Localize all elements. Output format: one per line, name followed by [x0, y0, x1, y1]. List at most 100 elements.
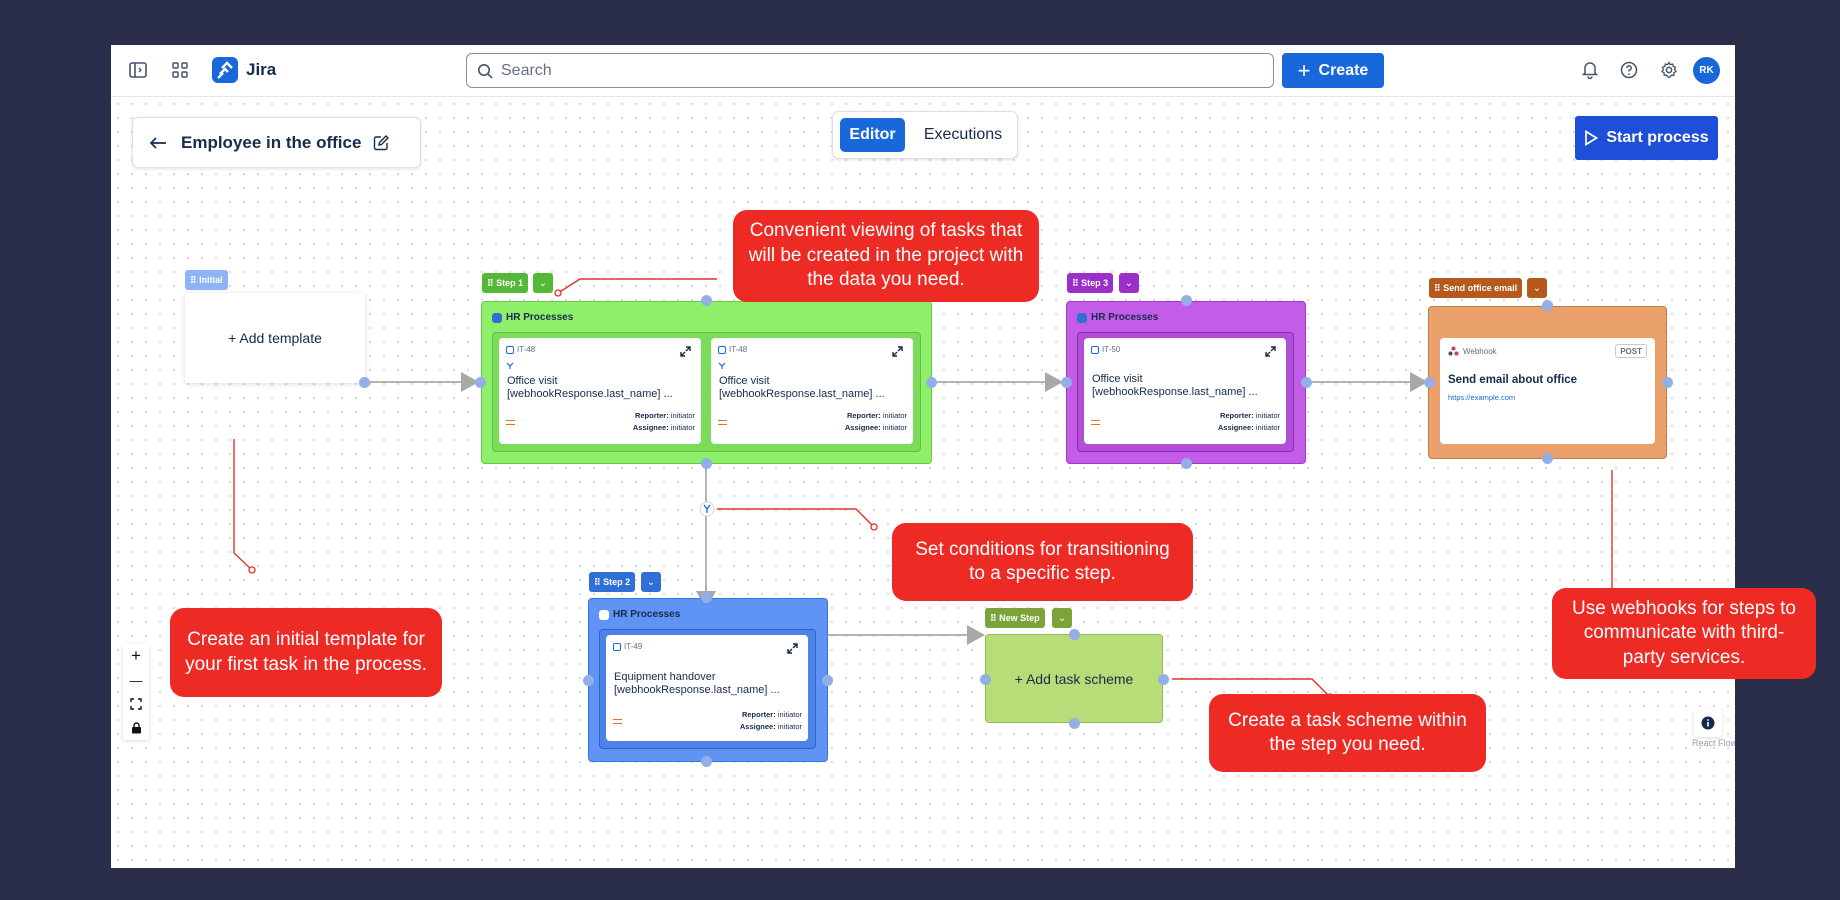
step3-node[interactable]: HR Processes IT-50 Office visit [webhook… [1066, 301, 1306, 464]
reporter-value: initiator [670, 411, 695, 420]
add-task-scheme-label[interactable]: + Add task scheme [1014, 670, 1134, 687]
jira-logo-icon[interactable] [212, 57, 238, 83]
app-switcher-icon[interactable] [169, 59, 191, 81]
webhook-title: Send email about office [1448, 374, 1578, 386]
connection-handle[interactable] [1180, 457, 1192, 469]
new-step-menu-chevron-icon[interactable]: ⌄ [1052, 608, 1072, 628]
reporter-label: Reporter: [634, 411, 669, 420]
connection-handle[interactable] [700, 457, 712, 469]
step3-tag[interactable]: ⠿ Step 3 [1067, 273, 1114, 293]
connection-handle[interactable] [474, 376, 486, 388]
connection-handle[interactable] [700, 755, 712, 767]
search-input[interactable] [501, 61, 1201, 80]
expand-icon[interactable] [680, 346, 691, 357]
tab-editor[interactable]: Editor [840, 118, 905, 152]
reporter-value: initiator [777, 710, 802, 719]
step2-menu-chevron-icon[interactable]: ⌄ [641, 572, 661, 592]
task-title-line1: Office visit [507, 375, 558, 387]
create-button[interactable]: + Create [1282, 53, 1384, 88]
add-template-label[interactable]: + Add template [228, 330, 322, 346]
connection-handle[interactable] [700, 294, 712, 306]
expand-icon[interactable] [787, 643, 798, 654]
checkbox-icon [1091, 345, 1099, 354]
edit-pencil-icon[interactable] [373, 134, 390, 151]
connection-handle[interactable] [700, 591, 712, 603]
connection-handle[interactable] [1661, 376, 1673, 388]
webhook-menu-chevron-icon[interactable]: ⌄ [1527, 278, 1547, 298]
step3-tag-label: Step 3 [1081, 278, 1109, 288]
step1-tag[interactable]: ⠿ Step 1 [482, 273, 529, 293]
new-step-node[interactable]: + Add task scheme [985, 634, 1163, 723]
task-card[interactable]: IT-48 Office visit [webhookResponse.last… [711, 338, 913, 444]
expand-icon[interactable] [1265, 346, 1276, 357]
zoom-controls: + — [123, 644, 149, 740]
connection-handle[interactable] [1060, 376, 1072, 388]
sidebar-toggle-icon[interactable] [127, 59, 149, 81]
new-step-tag[interactable]: ⠿ New Step [985, 608, 1045, 628]
initial-node[interactable]: + Add template [185, 293, 365, 383]
play-icon [1585, 130, 1599, 146]
callout-tasks: Convenient viewing of tasks that will be… [733, 210, 1039, 302]
app-name[interactable]: Jira [246, 60, 277, 79]
search-bar[interactable] [466, 53, 1274, 88]
fit-view-icon[interactable] [123, 692, 149, 716]
zoom-out-button[interactable]: — [129, 672, 143, 688]
connection-handle[interactable] [1068, 628, 1080, 640]
flow-canvas[interactable]: Employee in the office Editor Executions… [111, 97, 1735, 868]
step2-tag-label: Step 2 [603, 577, 631, 587]
connection-handle[interactable] [1541, 452, 1553, 464]
project-icon [599, 609, 609, 620]
step2-project-name: HR Processes [613, 609, 681, 620]
step1-menu-chevron-icon[interactable]: ⌄ [533, 273, 553, 293]
webhook-step-tag[interactable]: ⠿ Send office email [1429, 278, 1523, 298]
task-title-line2: [webhookResponse.last_name] ... [614, 684, 780, 696]
back-arrow-icon[interactable] [149, 136, 167, 150]
top-navigation-bar: Jira + Create RK [111, 45, 1735, 97]
drag-handle-icon: ⠿ [1434, 282, 1444, 293]
branch-icon [718, 362, 726, 369]
connection-handle[interactable] [358, 376, 370, 388]
notifications-bell-icon[interactable] [1580, 60, 1600, 80]
connection-handle[interactable] [1541, 299, 1553, 311]
settings-gear-icon[interactable] [1659, 60, 1679, 80]
task-card[interactable]: IT-50 Office visit [webhookResponse.last… [1084, 338, 1286, 444]
connection-handle[interactable] [979, 673, 991, 685]
step2-tag[interactable]: ⠿ Step 2 [589, 572, 636, 592]
connection-handle[interactable] [821, 674, 833, 686]
task-title-line1: Office visit [1092, 373, 1143, 385]
react-flow-attribution[interactable]: React Flow [1692, 738, 1735, 748]
connection-handle[interactable] [1068, 717, 1080, 729]
step2-node[interactable]: HR Processes IT-49 Equipment handover [w… [588, 598, 828, 762]
callout-initial-template: Create an initial template for your firs… [170, 608, 442, 697]
connection-handle[interactable] [1180, 294, 1192, 306]
help-icon[interactable] [1619, 60, 1639, 80]
connection-handle[interactable] [582, 674, 594, 686]
initial-tag-label: Initial [199, 275, 223, 285]
webhook-node[interactable]: Webhook POST Send email about office htt… [1428, 306, 1667, 459]
step3-menu-chevron-icon[interactable]: ⌄ [1119, 273, 1139, 293]
info-icon[interactable] [1694, 709, 1722, 737]
expand-icon[interactable] [892, 346, 903, 357]
initial-node-tag[interactable]: ⠿ Initial [185, 270, 228, 290]
connection-handle[interactable] [1157, 673, 1169, 685]
step1-node[interactable]: HR Processes IT-48 Office visit [webhook… [481, 301, 932, 464]
user-avatar[interactable]: RK [1693, 57, 1720, 84]
task-card[interactable]: IT-48 Office visit [webhookResponse.last… [499, 338, 701, 444]
priority-medium-icon [613, 719, 622, 724]
assignee-value: initiator [670, 423, 695, 432]
task-card[interactable]: IT-49 Equipment handover [webhookRespons… [606, 635, 808, 741]
start-process-button[interactable]: Start process [1575, 116, 1718, 160]
webhook-url[interactable]: https://example.com [1448, 393, 1516, 402]
callout-conditions: Set conditions for transitioning to a sp… [892, 523, 1193, 601]
webhook-card[interactable]: Webhook POST Send email about office htt… [1440, 338, 1655, 444]
task-title-line1: Office visit [719, 375, 770, 387]
tab-executions[interactable]: Executions [923, 126, 1003, 143]
connection-handle[interactable] [1300, 376, 1312, 388]
drag-handle-icon: ⠿ [990, 612, 1000, 623]
connection-handle[interactable] [1423, 376, 1435, 388]
connection-handle[interactable] [925, 376, 937, 388]
assignee-label: Assignee: [632, 423, 669, 432]
zoom-in-button[interactable]: + [131, 646, 141, 665]
lock-icon[interactable] [123, 716, 149, 740]
step3-project-name: HR Processes [1091, 312, 1159, 323]
